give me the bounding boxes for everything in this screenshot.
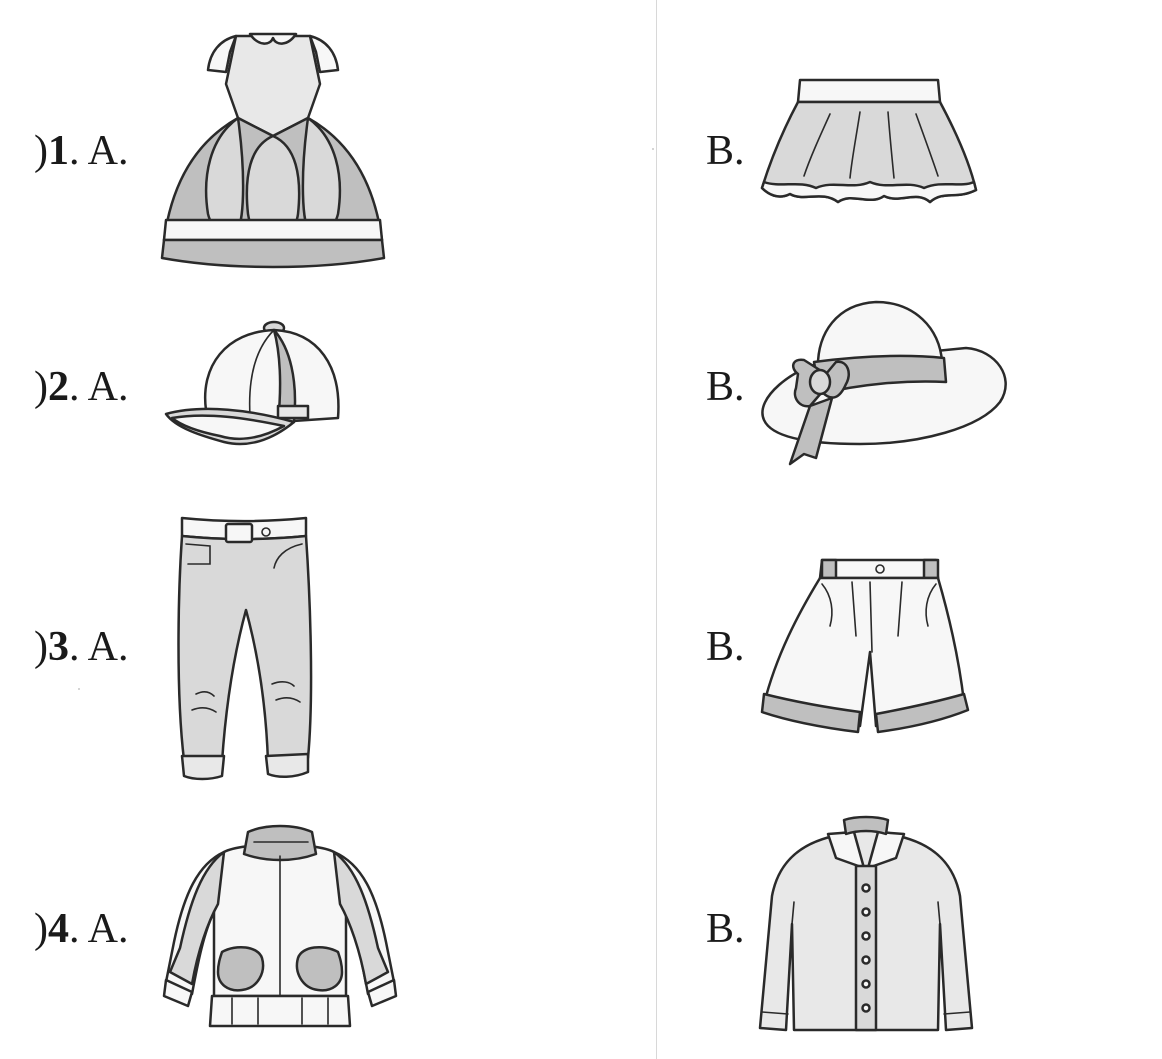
column-divider (656, 0, 657, 1059)
jacket-icon[interactable] (162, 822, 398, 1034)
scan-speck (652, 148, 654, 150)
skirt-icon[interactable] (760, 78, 982, 208)
question-4-label: )4. A. (34, 906, 129, 952)
question-3-option-b: B. (706, 624, 745, 670)
dress-icon[interactable] (158, 26, 388, 270)
trousers-icon[interactable] (176, 514, 313, 782)
question-1-option-b: B. (706, 128, 745, 174)
question-2-label: )2. A. (34, 364, 129, 410)
question-1-label: )1. A. (34, 128, 129, 174)
sun-hat-icon[interactable] (760, 298, 1010, 468)
question-3-label: )3. A. (34, 624, 129, 670)
scan-speck (78, 688, 80, 690)
cap-icon[interactable] (162, 318, 346, 452)
question-2-option-b: B. (706, 364, 745, 410)
question-4-option-b: B. (706, 906, 745, 952)
shirt-icon[interactable] (758, 814, 974, 1038)
shorts-icon[interactable] (760, 556, 970, 734)
